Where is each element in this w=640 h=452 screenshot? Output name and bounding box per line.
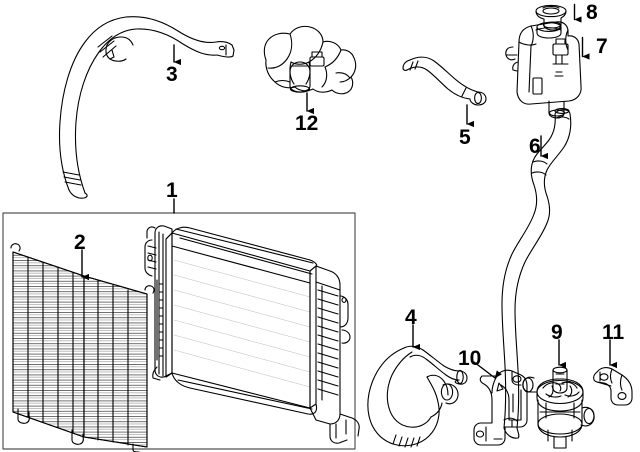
part-coolant-surge-tank (505, 21, 582, 119)
callout-number-2: 2 (74, 231, 86, 254)
callout-number-6: 6 (529, 135, 541, 158)
part-surge-tank-cap (535, 4, 567, 31)
part-upper-radiator-hose (58, 16, 235, 199)
callout-number-3: 3 (166, 63, 178, 86)
callout-number-11: 11 (602, 321, 625, 344)
part-condenser (10, 243, 155, 452)
part-lower-radiator-hose (367, 345, 468, 448)
callout-number-8: 8 (586, 1, 598, 24)
callout-number-12: 12 (295, 112, 319, 135)
callout-number-4: 4 (405, 306, 417, 329)
part-surge-tank-hose (501, 108, 572, 439)
part-water-pump-bracket (473, 369, 528, 446)
callout-number-9: 9 (551, 321, 563, 344)
callout-number-1: 1 (166, 179, 178, 202)
part-radiator (144, 225, 360, 444)
part-water-pump-mounting-strap (593, 367, 633, 406)
radiator-group-box (2, 212, 356, 450)
callout-number-10: 10 (458, 347, 482, 370)
callout-leaders (81, 3, 618, 379)
leader-10 (473, 361, 502, 379)
callout-number-7: 7 (596, 35, 608, 58)
part-auxiliary-water-pump (522, 366, 595, 449)
callout-number-5: 5 (459, 126, 471, 149)
part-bypass-hose (402, 56, 487, 106)
part-thermostat-housing (263, 25, 357, 95)
